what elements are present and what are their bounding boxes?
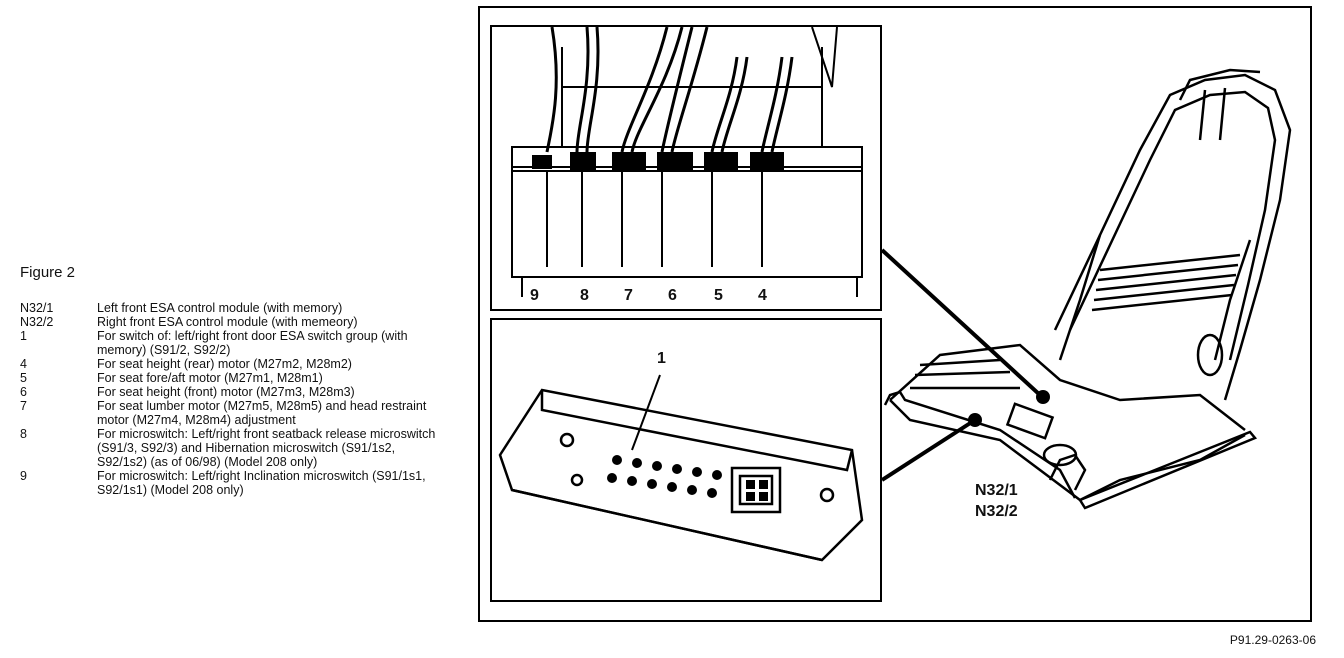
legend-text: For seat fore/aft motor (M27m1, M28m1) — [97, 371, 323, 385]
legend-text: For seat height (rear) motor (M27m2, M28… — [97, 357, 352, 371]
legend-item: N32/2 Right front ESA control module (wi… — [20, 315, 460, 329]
seat-label-n32-2: N32/2 — [975, 503, 1018, 520]
connector-label-8: 8 — [580, 287, 589, 304]
seat-frame-drawing — [883, 68, 1292, 510]
module-dot-n32-1 — [1036, 390, 1050, 404]
legend-code: N32/1 — [20, 301, 54, 315]
leader-line-bottom — [880, 418, 977, 482]
module-label-1: 1 — [657, 350, 666, 367]
legend-code: 5 — [20, 371, 27, 385]
legend-item: 7 For seat lumber motor (M27m5, M28m5) a… — [20, 399, 460, 427]
legend-text: For seat height (front) motor (M27m3, M2… — [97, 385, 355, 399]
connector-labels: 9 8 7 6 5 4 — [492, 287, 880, 309]
connector-label-7: 7 — [624, 287, 633, 304]
legend-text: Left front ESA control module (with memo… — [97, 301, 343, 315]
connector-block-drawing — [511, 27, 863, 297]
legend-text: For switch of: left/right front door ESA… — [97, 329, 408, 357]
control-module-drawing — [498, 374, 864, 562]
legend-code: N32/2 — [20, 315, 54, 329]
legend-item: 4 For seat height (rear) motor (M27m2, M… — [20, 357, 460, 371]
connector-label-4: 4 — [758, 287, 767, 304]
connector-detail-panel: 9 8 7 6 5 4 — [490, 25, 882, 311]
diagram-frame — [478, 6, 1312, 622]
legend-item: 8 For microswitch: Left/right front seat… — [20, 427, 460, 469]
legend-item: 5 For seat fore/aft motor (M27m1, M28m1) — [20, 371, 460, 385]
legend-list: N32/1 Left front ESA control module (wit… — [20, 301, 460, 497]
module-detail-panel: 1 — [490, 318, 882, 602]
legend-code: 7 — [20, 399, 27, 413]
seat-module-labels: N32/1 N32/2 — [975, 480, 1018, 522]
connector-label-5: 5 — [714, 287, 723, 304]
connector-label-9: 9 — [530, 287, 539, 304]
legend-text: For microswitch: Left/right Inclination … — [97, 469, 426, 497]
legend-text: For microswitch: Left/right front seatba… — [97, 427, 436, 469]
legend-code: 1 — [20, 329, 27, 343]
module-dot-n32-2 — [968, 413, 982, 427]
figure-reference-code: P91.29-0263-06 — [1229, 633, 1316, 647]
leader-line-top — [880, 248, 1042, 397]
legend-code: 6 — [20, 385, 27, 399]
legend-code: 9 — [20, 469, 27, 483]
legend-text: For seat lumber motor (M27m5, M28m5) and… — [97, 399, 427, 427]
legend-item: N32/1 Left front ESA control module (wit… — [20, 301, 460, 315]
legend-item: 1 For switch of: left/right front door E… — [20, 329, 460, 357]
figure-title: Figure 2 — [20, 264, 76, 281]
connector-label-6: 6 — [668, 287, 677, 304]
legend-item: 6 For seat height (front) motor (M27m3, … — [20, 385, 460, 399]
pin-array — [607, 455, 768, 501]
seat-label-n32-1: N32/1 — [975, 482, 1018, 499]
legend-code: 8 — [20, 427, 27, 441]
legend: Figure 2 N32/1 Left front ESA control mo… — [20, 264, 460, 497]
legend-code: 4 — [20, 357, 27, 371]
legend-item: 9 For microswitch: Left/right Inclinatio… — [20, 469, 460, 497]
legend-text: Right front ESA control module (with mem… — [97, 315, 358, 329]
